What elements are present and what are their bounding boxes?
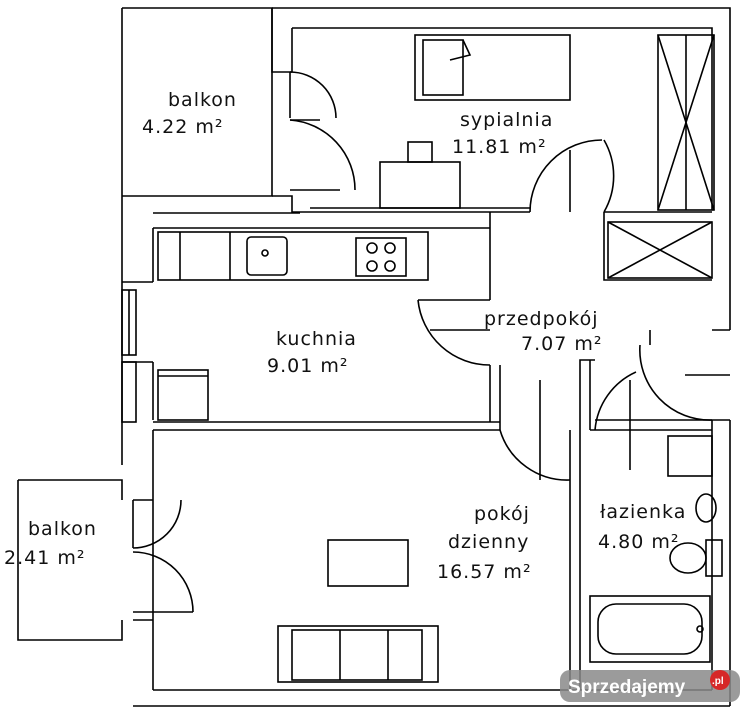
watermark-badge [710,670,730,690]
bed [414,34,571,101]
coffee-table [327,539,409,587]
sofa [277,625,439,683]
living-room-door [499,380,571,481]
watermark-background [560,670,740,702]
washing-machine [667,435,713,477]
label-balkon-left: balkon [28,518,97,540]
desk [379,141,461,209]
toilet [669,539,723,577]
storage-unit [607,221,713,279]
outer-walls [121,7,731,707]
fridge [157,369,209,421]
washbasin [695,493,717,523]
balcony-door-top [289,71,356,191]
balcony-left [17,479,194,641]
room-labels: balkon 4.22 m² sypialnia 11.81 m² kuchni… [4,89,686,583]
label-sypialnia: sypialnia [460,109,553,131]
bedroom-door [529,139,615,213]
watermark: Sprzedajemy .pl [560,670,740,702]
kitchen-door [417,299,491,366]
area-lazienka: 4.80 m² [598,531,679,553]
label-balkon-top: balkon [168,89,237,111]
bathtub [589,595,711,663]
label-kuchnia: kuchnia [276,328,357,350]
label-lazienka: łazienka [600,501,686,523]
watermark-tld: .pl [712,676,724,687]
area-balkon-left: 2.41 m² [4,547,85,569]
area-przedpokoj: 7.07 m² [521,333,602,355]
label-przedpokoj: przedpokój [484,308,599,330]
bathroom-door [594,344,730,470]
windows [121,289,137,423]
label-pokoj-line2: dzienny [448,531,529,553]
interior-walls [153,212,712,690]
area-balkon-top: 4.22 m² [142,116,223,138]
watermark-brand: Sprzedajemy [568,677,686,698]
kitchen-counter [157,231,429,281]
wardrobe [657,34,715,211]
area-pokoj-dzienny: 16.57 m² [437,561,532,583]
area-sypialnia: 11.81 m² [452,136,547,158]
label-pokoj-line1: pokój [474,503,530,525]
area-kuchnia: 9.01 m² [267,355,348,377]
